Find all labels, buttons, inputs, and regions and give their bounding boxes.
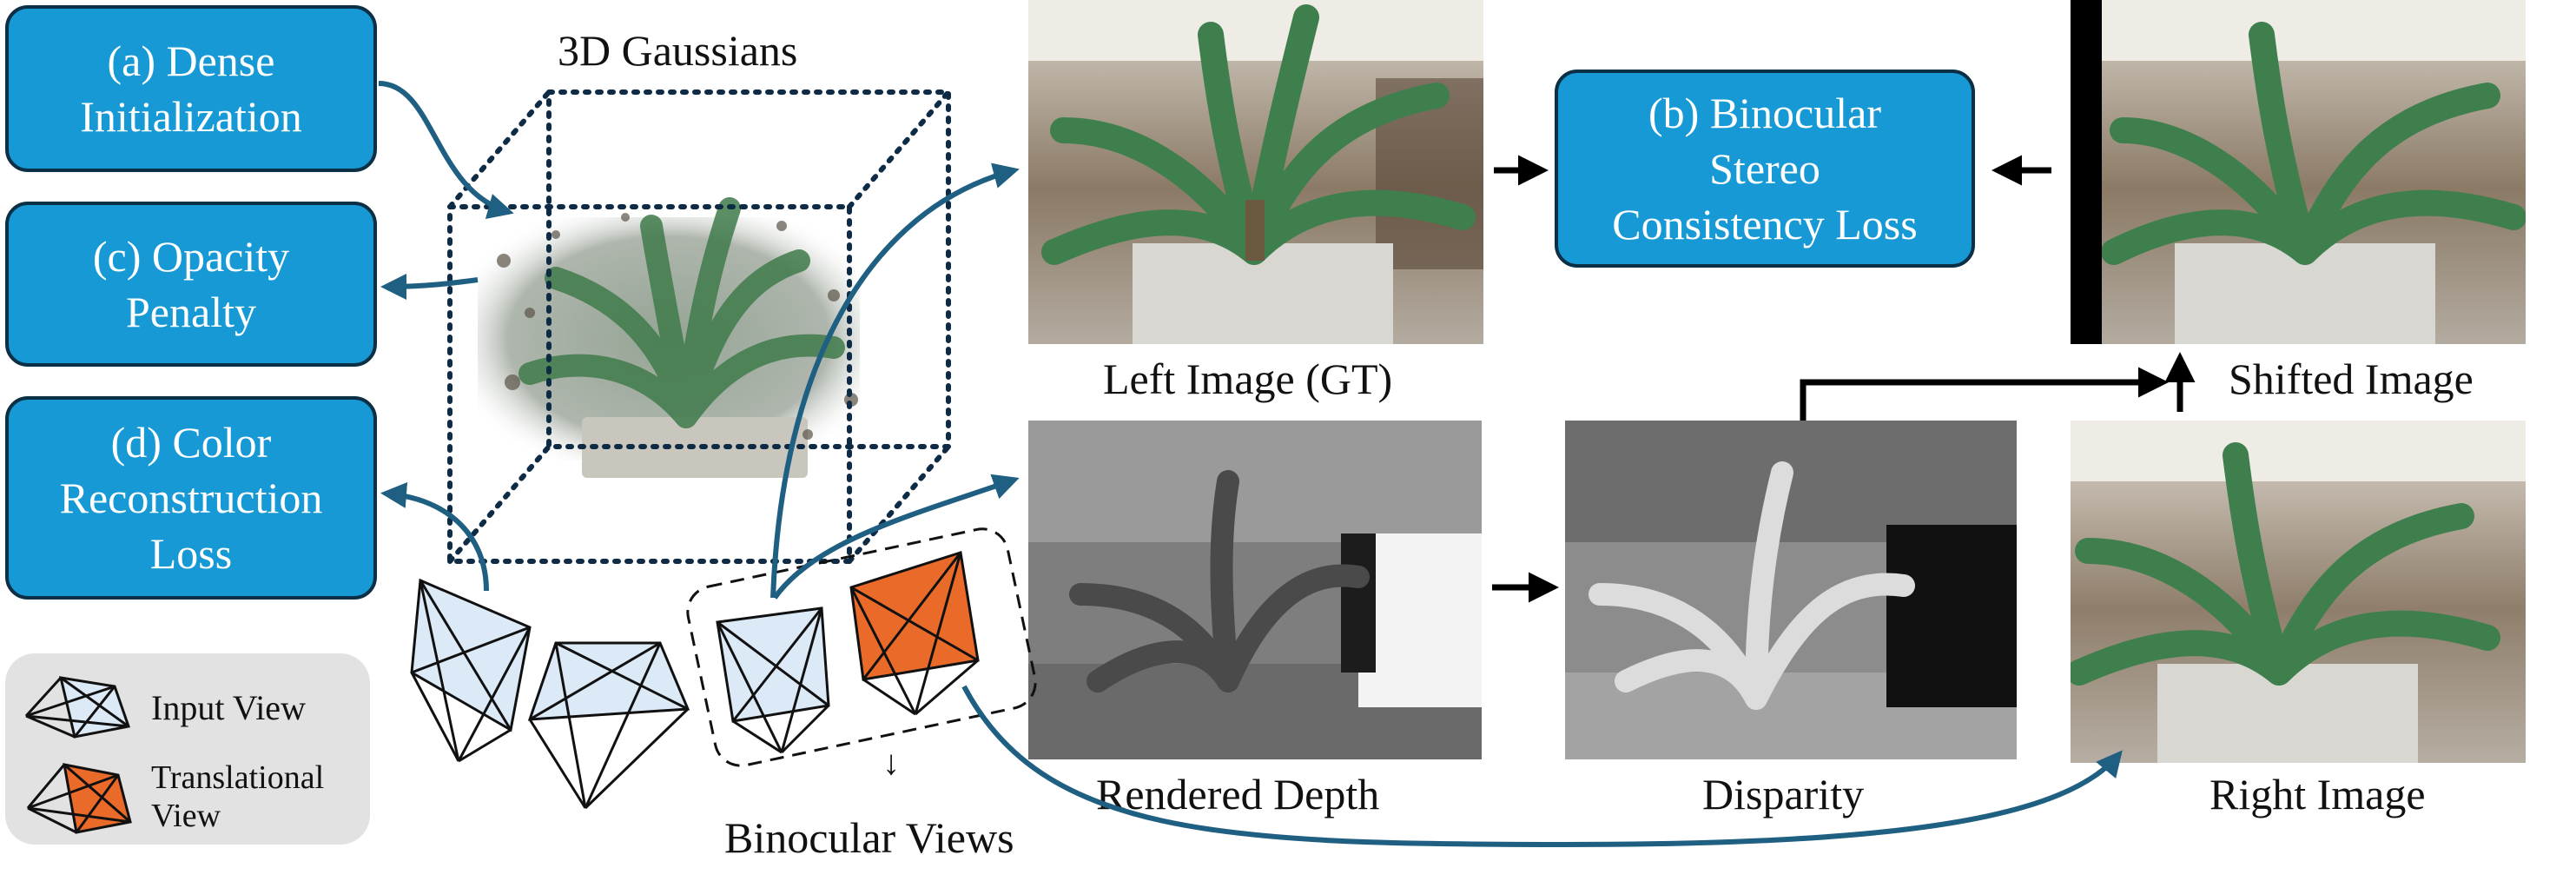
arrow-translational-to-right-image xyxy=(961,685,2123,848)
opacity-penalty-line1: (c) Opacity xyxy=(92,232,290,281)
color-reconstruction-line3: Loss xyxy=(149,529,233,578)
dense-initialization-line1: (a) Dense xyxy=(107,36,275,85)
shifted-image-panel xyxy=(2071,0,2526,344)
disparity-label: Disparity xyxy=(1702,770,1865,818)
arrow-camera-to-color-loss xyxy=(380,481,489,592)
arrow-dense-init-to-gaussians xyxy=(378,81,514,219)
arrow-camera-to-left-image xyxy=(770,162,1020,599)
black-arrows xyxy=(1492,155,2196,603)
binocular-stereo-consistency-loss-box: (b) Binocular Stereo Consistency Loss xyxy=(1555,70,1975,268)
disparity-panel xyxy=(1565,421,2017,759)
legend-translational-view-icon xyxy=(26,763,132,834)
gaussians-label: 3D Gaussians xyxy=(558,26,798,75)
binocular-input-view-camera xyxy=(716,606,830,754)
right-image-panel xyxy=(2071,421,2526,763)
binocular-loss-line2: Stereo xyxy=(1709,144,1820,193)
input-view-camera-1 xyxy=(410,578,532,763)
binocular-translational-view-camera xyxy=(849,551,980,716)
legend-translational-view-text-2: View xyxy=(151,798,221,834)
down-arrow-glyph: ↓ xyxy=(882,743,900,782)
left-image-panel xyxy=(1028,0,1483,344)
input-view-camera-2 xyxy=(527,641,690,810)
binocular-loss-line1: (b) Binocular xyxy=(1648,89,1881,137)
legend-input-view-icon xyxy=(24,676,130,739)
dense-initialization-box: (a) Dense Initialization xyxy=(5,5,377,172)
color-reconstruction-loss-box: (d) Color Reconstruction Loss xyxy=(5,396,377,600)
opacity-penalty-line2: Penalty xyxy=(126,288,256,336)
legend-input-view-text: Input View xyxy=(151,688,306,727)
arrow-camera-to-rendered-depth xyxy=(772,474,1020,600)
legend-translational-view-text-1: Translational xyxy=(151,759,325,796)
arrow-disparity-to-shifted xyxy=(1800,367,2169,421)
right-image-label: Right Image xyxy=(2209,770,2426,818)
left-image-label: Left Image (GT) xyxy=(1103,355,1393,403)
dense-initialization-line2: Initialization xyxy=(80,92,302,141)
rendered-depth-panel xyxy=(1028,421,1482,759)
gaussian-bounding-cube xyxy=(447,89,951,564)
color-reconstruction-line1: (d) Color xyxy=(110,418,272,467)
color-reconstruction-line2: Reconstruction xyxy=(59,474,323,522)
binocular-loss-line3: Consistency Loss xyxy=(1612,200,1918,249)
opacity-penalty-box: (c) Opacity Penalty xyxy=(5,202,377,367)
binocular-views-group xyxy=(686,527,1037,767)
arrow-gaussians-to-opacity-penalty xyxy=(380,273,479,300)
rendered-depth-label: Rendered Depth xyxy=(1096,770,1380,818)
shifted-image-label: Shifted Image xyxy=(2229,355,2474,403)
blue-arrows xyxy=(378,81,2123,848)
binocular-views-label: Binocular Views xyxy=(724,813,1014,862)
